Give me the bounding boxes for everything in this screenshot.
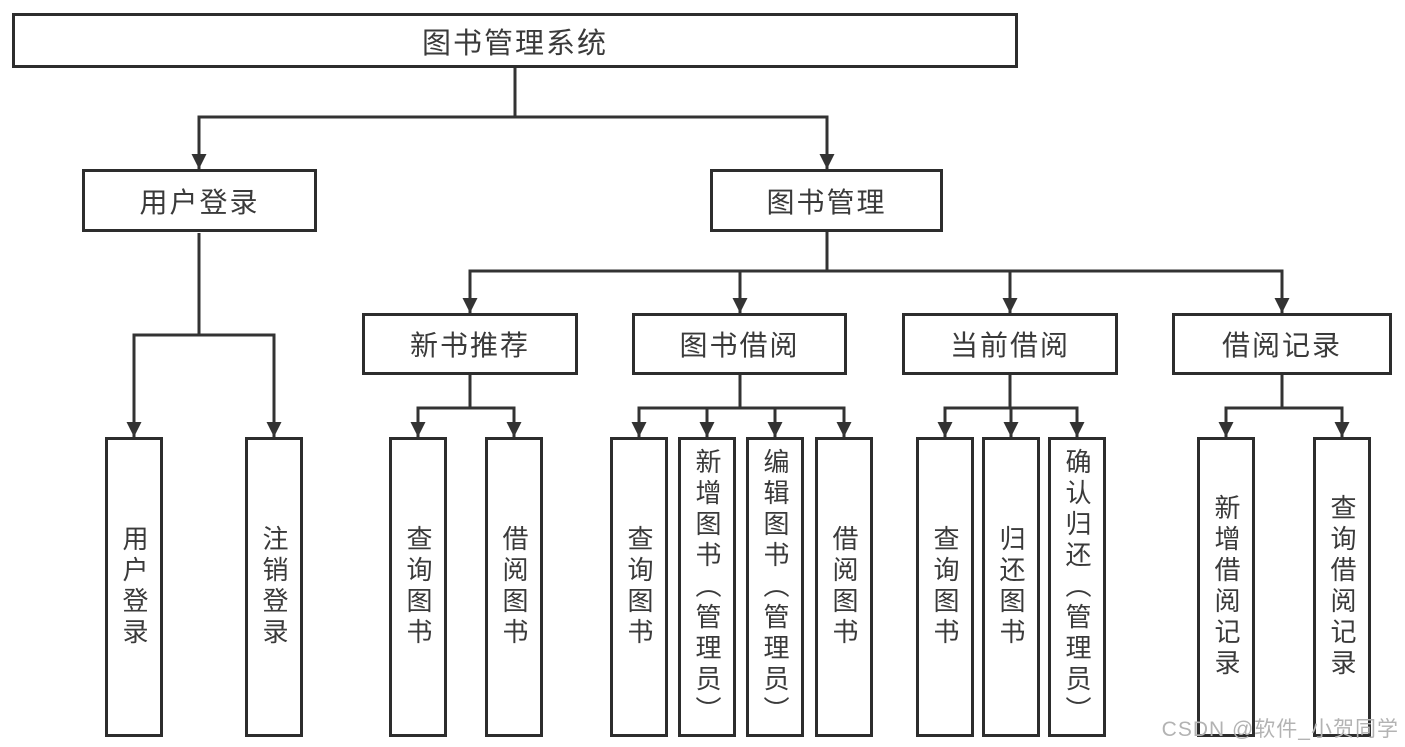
csdn-watermark: CSDN @软件_小贺同学: [1161, 718, 1399, 741]
leaf-recommend-borrow-books: 借阅图书: [485, 437, 543, 737]
leaf-current-query-books: 查询图书: [916, 437, 974, 737]
leaf-records-query-borrow-record: 查询借阅记录: [1313, 437, 1371, 737]
leaf-borrowing-add-books-admin: 新增图书（管理员）: [678, 437, 736, 737]
node-user-login: 用户登录: [82, 169, 317, 232]
leaf-user-login: 用户登录: [105, 437, 163, 737]
leaf-logout-login: 注销登录: [245, 437, 303, 737]
node-book-borrowing: 图书借阅: [632, 313, 847, 375]
leaf-borrowing-borrow-books: 借阅图书: [815, 437, 873, 737]
leaf-records-add-borrow-record: 新增借阅记录: [1197, 437, 1255, 737]
node-new-book-recommend: 新书推荐: [362, 313, 578, 375]
leaf-borrowing-query-books: 查询图书: [610, 437, 668, 737]
node-borrowing-records: 借阅记录: [1172, 313, 1392, 375]
leaf-recommend-query-books: 查询图书: [389, 437, 447, 737]
leaf-borrowing-edit-books-admin: 编辑图书（管理员）: [746, 437, 804, 737]
leaf-current-confirm-return-admin: 确认归还（管理员）: [1048, 437, 1106, 737]
node-book-management: 图书管理: [710, 169, 943, 232]
leaf-current-return-books: 归还图书: [982, 437, 1040, 737]
node-current-borrowing: 当前借阅: [902, 313, 1118, 375]
node-library-management-system: 图书管理系统: [12, 13, 1018, 68]
